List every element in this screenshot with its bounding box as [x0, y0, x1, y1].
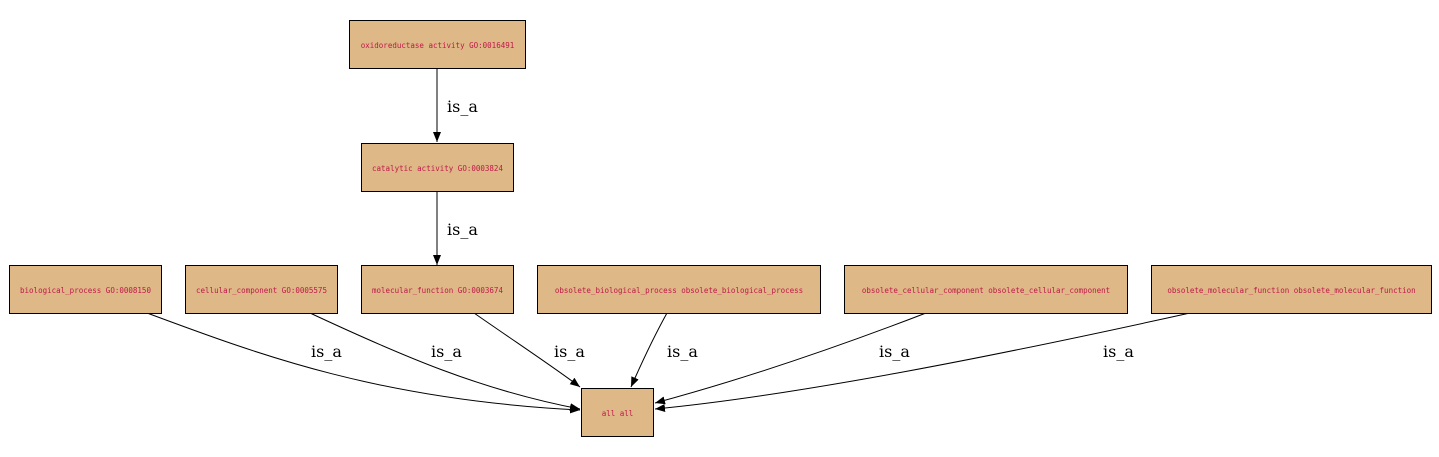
- edge-oxidoreductase-to-catalytic: is_a: [433, 68, 478, 142]
- edge-label: is_a: [447, 220, 478, 239]
- node-biological-process[interactable]: biological_process GO:0008150: [9, 265, 162, 314]
- edge-line: [473, 312, 581, 388]
- edge-line: [630, 312, 668, 388]
- node-box: [581, 388, 654, 437]
- edge-label: is_a: [554, 342, 585, 361]
- edge-molecular-function-to-all: is_a: [473, 312, 585, 388]
- edge-obsolete-molecular-function-to-all: is_a: [654, 312, 1191, 413]
- node-label: catalytic activity GO:0003824: [372, 164, 503, 173]
- node-label: molecular_function GO:0003674: [372, 286, 503, 295]
- node-box: [349, 20, 526, 69]
- edge-label: is_a: [879, 342, 910, 361]
- edge-line: [654, 312, 927, 405]
- edge-biological-process-to-all: is_a: [146, 312, 581, 414]
- node-obsolete-molecular-function[interactable]: obsolete_molecular_function obsolete_mol…: [1151, 265, 1432, 314]
- edge-label: is_a: [667, 342, 698, 361]
- edge-catalytic-to-molecular-function: is_a: [433, 191, 478, 265]
- node-box: [537, 265, 821, 314]
- edge-obsolete-cellular-component-to-all: is_a: [654, 312, 927, 405]
- node-label: obsolete_cellular_component obsolete_cel…: [862, 286, 1110, 295]
- node-label: obsolete_molecular_function obsolete_mol…: [1167, 286, 1415, 295]
- node-obsolete-biological-process[interactable]: obsolete_biological_process obsolete_bio…: [537, 265, 821, 314]
- edge-line: [654, 312, 1191, 413]
- edge-line: [309, 312, 581, 412]
- node-molecular-function[interactable]: molecular_function GO:0003674: [361, 265, 514, 314]
- node-box: [844, 265, 1128, 314]
- edge-label: is_a: [431, 342, 462, 361]
- node-box: [185, 265, 338, 314]
- edge-label: is_a: [311, 342, 342, 361]
- node-label: oxidoreductase activity GO:0016491: [361, 41, 515, 50]
- node-all[interactable]: all all: [581, 388, 654, 437]
- node-oxidoreductase-activity[interactable]: oxidoreductase activity GO:0016491: [349, 20, 526, 69]
- node-box: [361, 265, 514, 314]
- node-box: [9, 265, 162, 314]
- node-box: [1151, 265, 1432, 314]
- node-cellular-component[interactable]: cellular_component GO:0005575: [185, 265, 338, 314]
- node-label: obsolete_biological_process obsolete_bio…: [555, 286, 803, 295]
- node-label: biological_process GO:0008150: [20, 286, 151, 295]
- edge-obsolete-biological-process-to-all: is_a: [630, 312, 698, 388]
- edge-label: is_a: [447, 97, 478, 116]
- node-box: [361, 143, 514, 192]
- edge-line: [146, 312, 581, 414]
- edge-label: is_a: [1103, 342, 1134, 361]
- node-label: all all: [602, 409, 634, 418]
- node-catalytic-activity[interactable]: catalytic activity GO:0003824: [361, 143, 514, 192]
- node-obsolete-cellular-component[interactable]: obsolete_cellular_component obsolete_cel…: [844, 265, 1128, 314]
- node-label: cellular_component GO:0005575: [196, 286, 327, 295]
- edge-cellular-component-to-all: is_a: [309, 312, 581, 412]
